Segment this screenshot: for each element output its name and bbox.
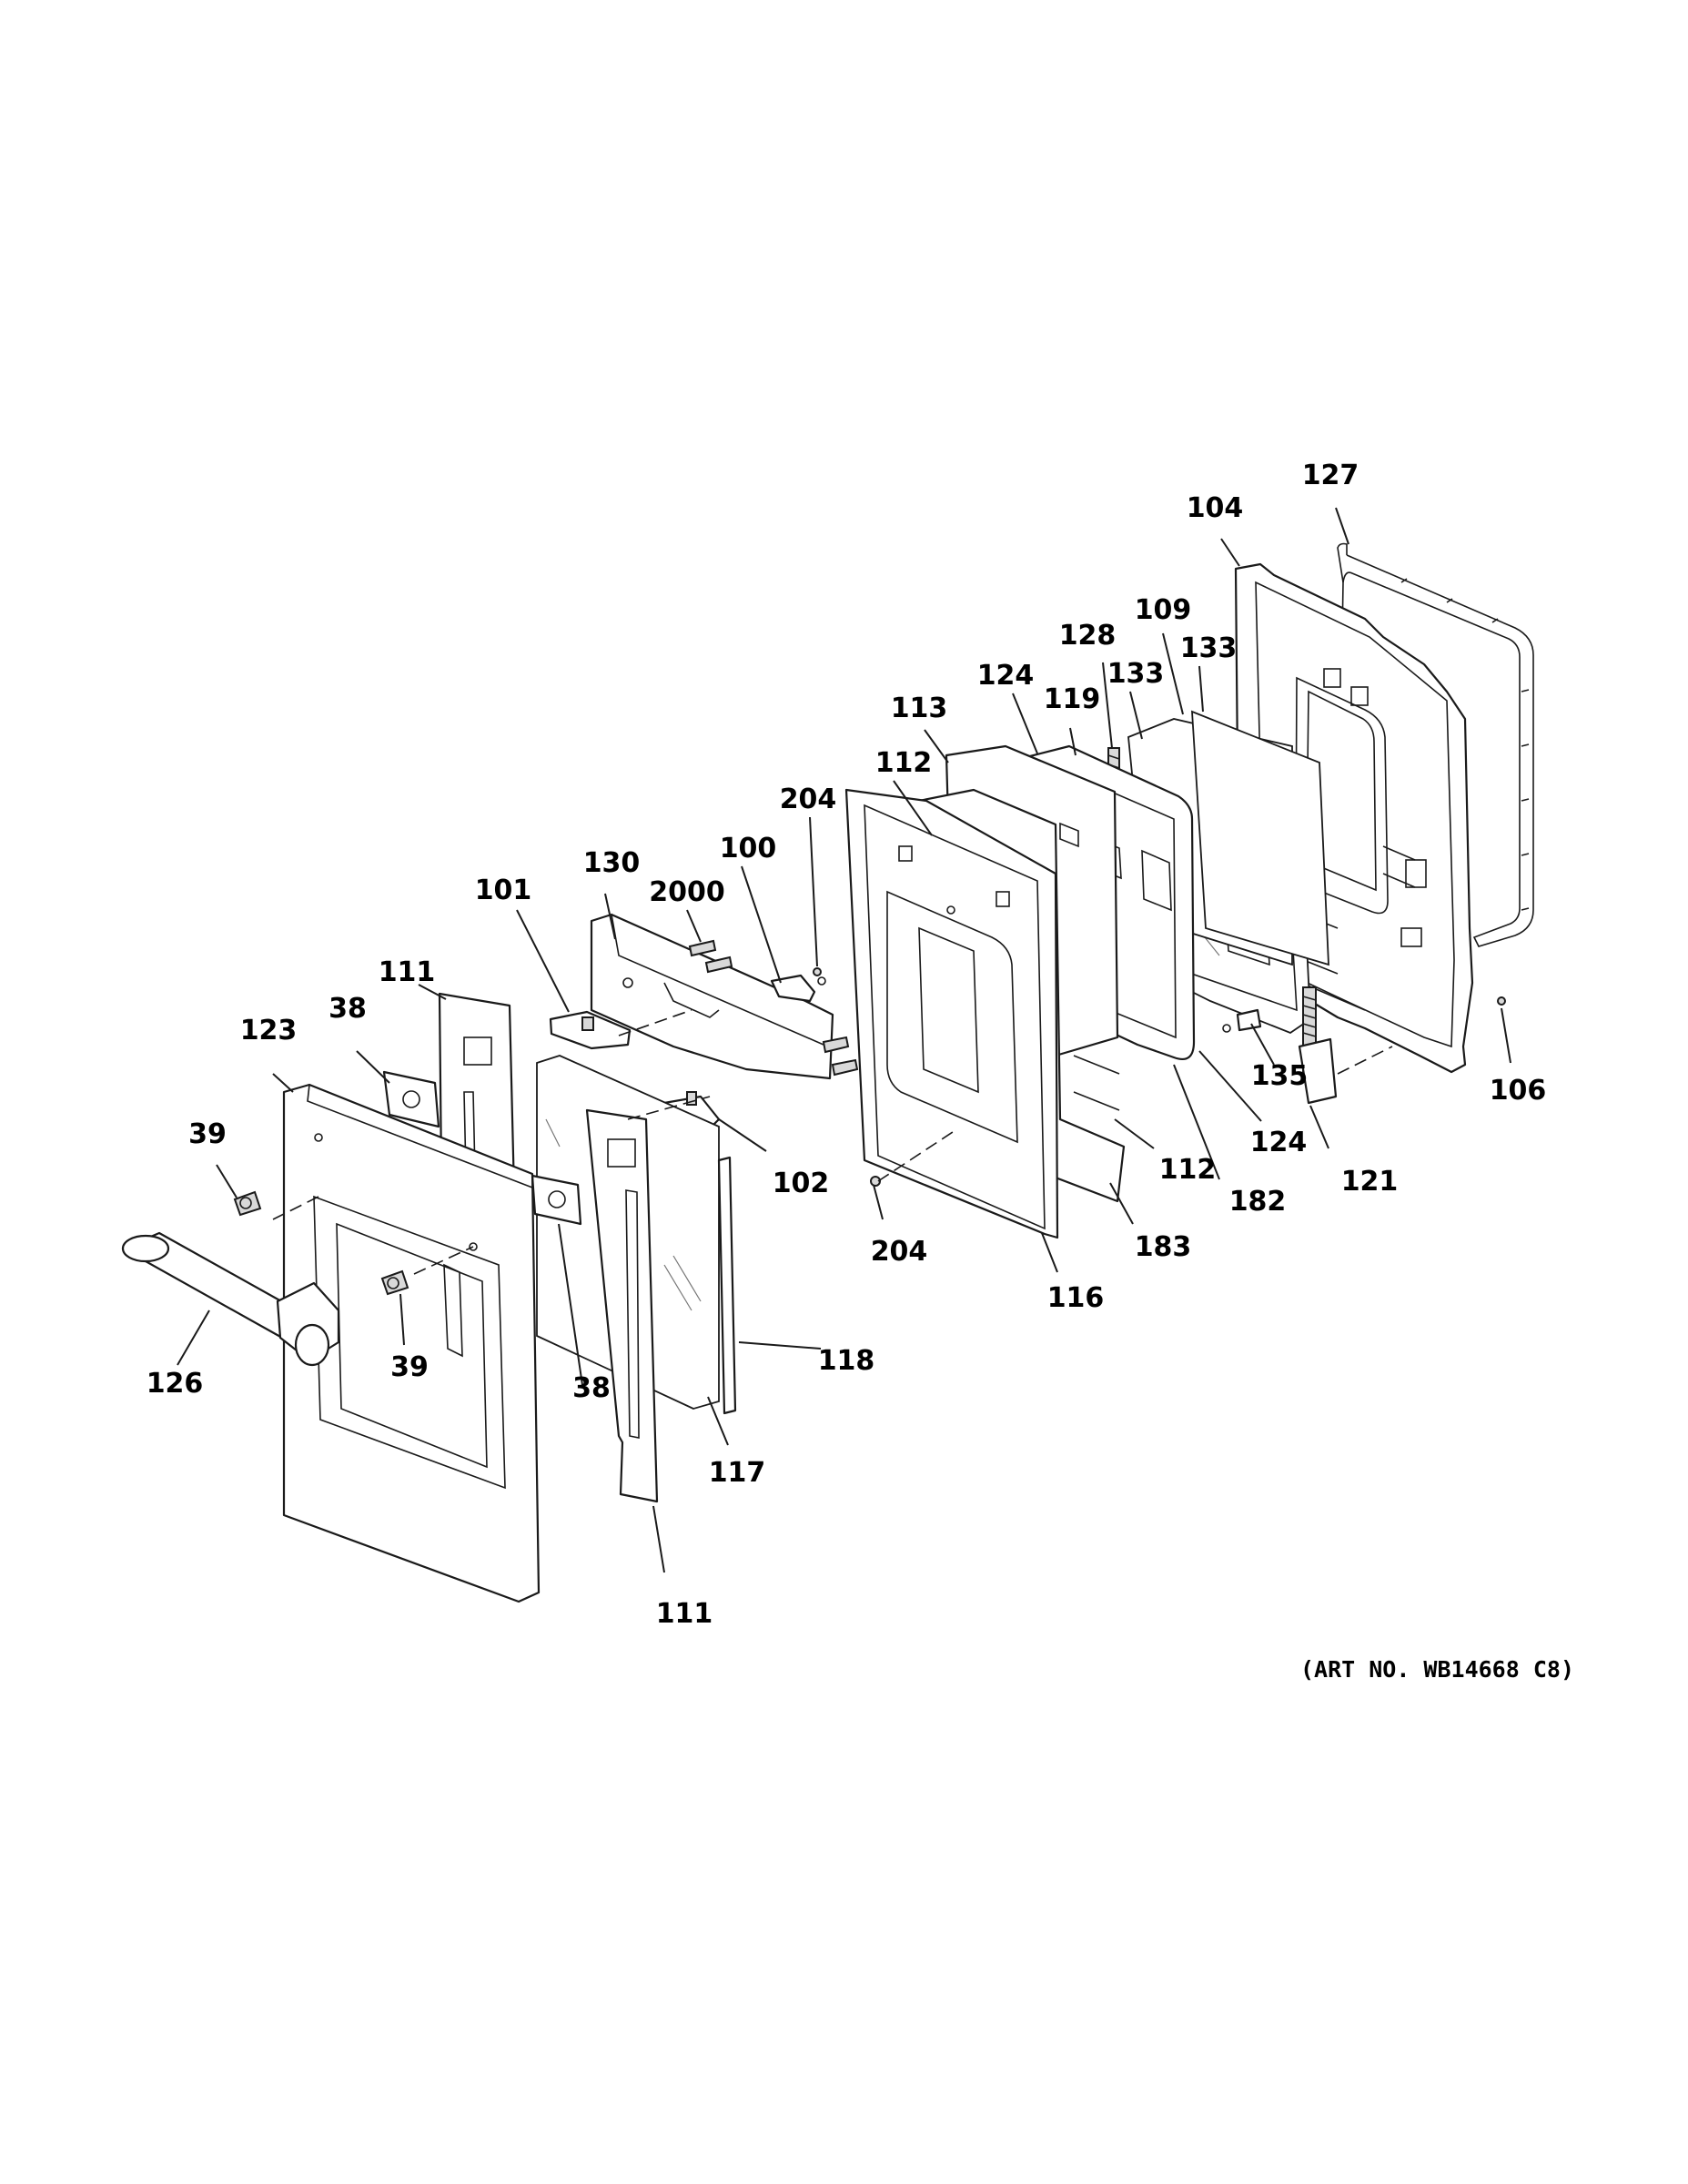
callout-130: 130: [583, 847, 641, 879]
callout-100: 100: [720, 833, 777, 864]
callout-124-bottom: 124: [1250, 1127, 1308, 1158]
callout-204-bottom: 204: [871, 1236, 928, 1268]
callout-135: 135: [1251, 1060, 1309, 1092]
callout-119: 119: [1044, 683, 1101, 715]
callout-104: 104: [1187, 492, 1244, 524]
callout-39-top: 39: [188, 1118, 227, 1150]
callout-118: 118: [818, 1345, 875, 1377]
callout-38-top: 38: [329, 993, 367, 1025]
callout-133-right: 133: [1180, 632, 1238, 664]
callout-182: 182: [1229, 1186, 1287, 1218]
callout-117: 117: [709, 1457, 766, 1489]
part-2000-screws: [688, 939, 859, 1077]
callout-102: 102: [773, 1168, 830, 1199]
part-106-screw: [1497, 996, 1506, 1006]
callout-106: 106: [1490, 1075, 1547, 1107]
callout-128: 128: [1059, 620, 1117, 652]
callout-127: 127: [1302, 460, 1359, 491]
part-100-hinge-bracket: [770, 974, 826, 1003]
callout-101: 101: [475, 875, 532, 906]
callout-121: 121: [1341, 1166, 1399, 1198]
callout-113: 113: [891, 693, 948, 724]
part-38-deflector-rear: [382, 1070, 440, 1128]
callout-123: 123: [240, 1015, 298, 1046]
callout-183: 183: [1135, 1231, 1192, 1263]
part-101-hinge-bracket: [549, 1010, 632, 1050]
callout-labels: 127 104 109 128 133 133 124 119 113 112 …: [147, 460, 1547, 1630]
part-204-screw-upper: [813, 967, 822, 976]
callout-111-top: 111: [379, 956, 436, 988]
callout-38-bottom: 38: [572, 1372, 611, 1404]
art-number-note: (ART NO. WB14668 C8): [1300, 1656, 1574, 1683]
part-39-screw-lower: [380, 1269, 409, 1296]
callout-116: 116: [1047, 1282, 1105, 1314]
part-116-inner-panel: [844, 788, 1059, 1239]
part-111-vent-strip-front: [585, 1108, 659, 1503]
callout-109: 109: [1135, 594, 1192, 626]
part-127-door-gasket: [1337, 542, 1534, 947]
part-118-glass-edge-trim: [717, 1156, 737, 1415]
callout-39-bottom: 39: [390, 1351, 429, 1383]
assembly-dashed-lines: [272, 1009, 1393, 1275]
part-204-screw-lower: [870, 1176, 881, 1187]
callout-2000: 2000: [649, 876, 725, 908]
callout-112-top: 112: [875, 747, 933, 779]
callout-204-top: 204: [780, 784, 837, 815]
part-39-screw-upper: [233, 1190, 262, 1217]
callout-124-top: 124: [977, 660, 1035, 692]
part-130-vent-channel: [590, 913, 834, 1080]
part-133-glass-panel-b: [1191, 710, 1329, 966]
callout-112-bottom: 112: [1159, 1154, 1217, 1186]
part-135-clip: [1222, 1008, 1262, 1033]
callout-126: 126: [147, 1368, 204, 1400]
part-38-deflector-front: [531, 1174, 582, 1226]
callout-111-bottom: 111: [656, 1598, 713, 1630]
callout-133-left: 133: [1107, 658, 1165, 690]
part-126-door-handle: [121, 1231, 340, 1367]
callout-leader-lines: [177, 507, 1511, 1573]
part-121-hinge: [1298, 986, 1338, 1105]
